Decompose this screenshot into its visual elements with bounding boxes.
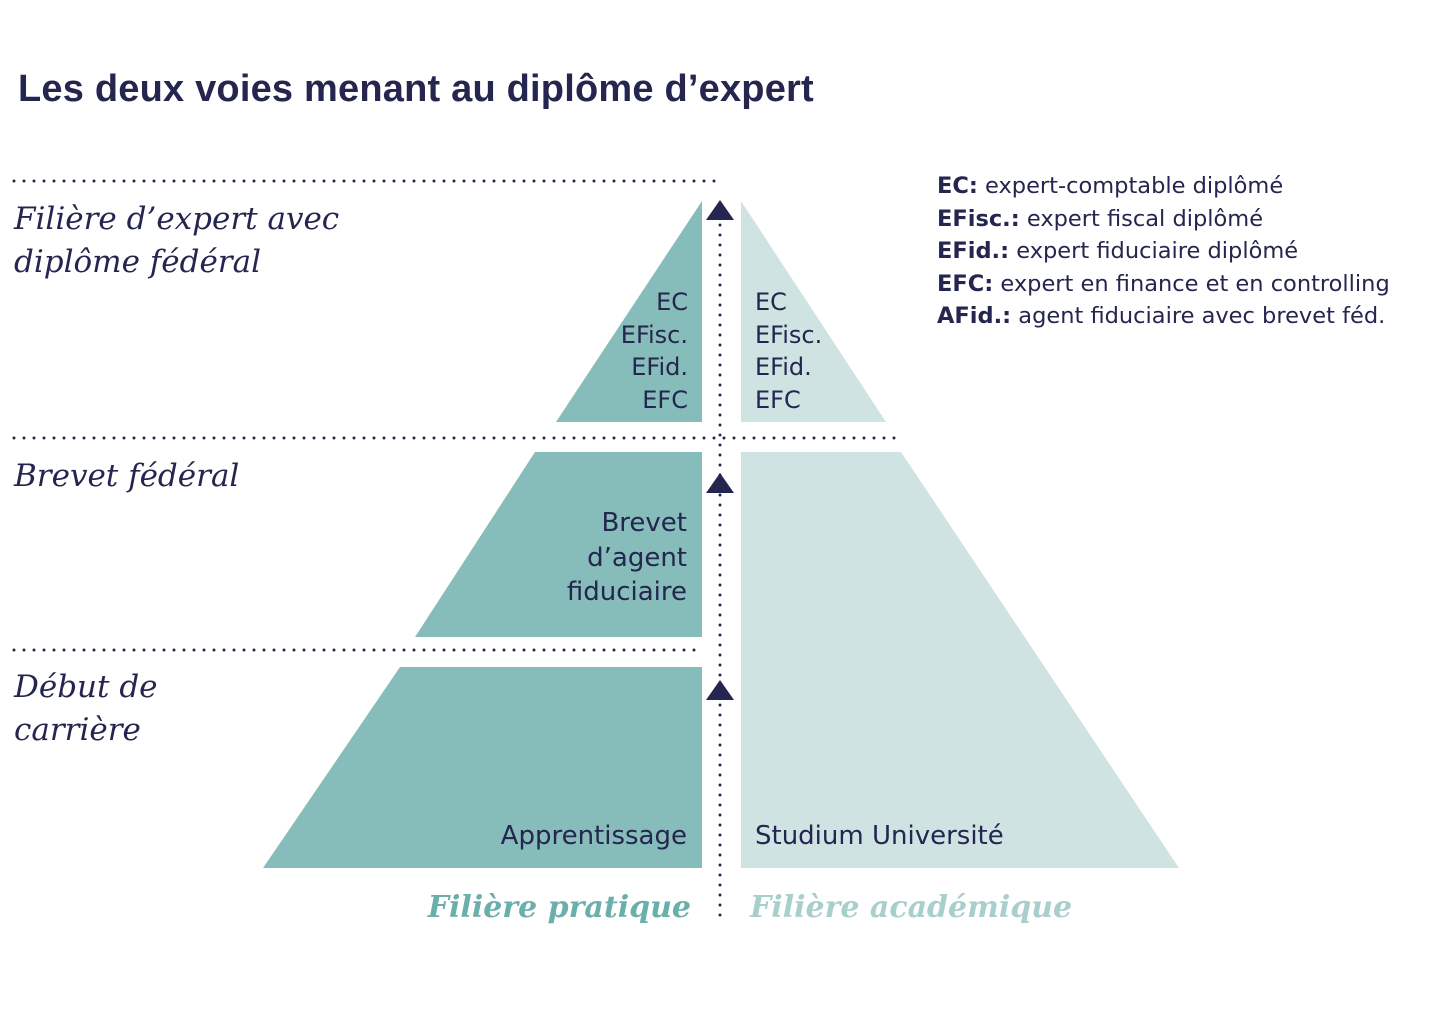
level-label-expert: Filière d’expert avec diplôme fédéral — [14, 201, 340, 280]
practical-middle-label: d’agent — [587, 542, 687, 573]
legend: EC: expert-comptable diplômé EFisc.: exp… — [937, 170, 1390, 333]
practical-bottom-label: Apprentissage — [500, 821, 687, 851]
arrow-up-icon — [706, 200, 734, 220]
arrow-up-icon — [706, 473, 734, 493]
academic-top-label: EFisc. — [755, 320, 823, 349]
academic-top-segment — [741, 201, 886, 422]
level-label-debut: Début de carrière — [14, 669, 158, 748]
academic-lower-segment — [741, 452, 1179, 868]
practical-top-labels: EC EFisc. EFid. EFC — [621, 286, 688, 416]
academic-top-labels: EC EFisc. EFid. EFC — [755, 286, 822, 416]
practical-top-label: EC — [656, 288, 688, 316]
practical-top-label: EFC — [642, 385, 688, 414]
practical-top-label: EFisc. — [620, 320, 688, 349]
legend-item-efc: EFC: expert en finance et en controlling — [937, 270, 1390, 297]
legend-item-ec: EC: expert-comptable diplômé — [937, 173, 1284, 199]
practical-middle-label: fiduciaire — [566, 577, 687, 607]
practical-middle-segment — [415, 452, 702, 637]
arrow-up-icon — [706, 680, 734, 700]
practical-middle-label: Brevet — [601, 508, 687, 538]
practical-bottom-segment — [263, 667, 702, 868]
legend-item-efisc: EFisc.: expert fiscal diplômé — [937, 205, 1264, 232]
academic-top-label: EFid. — [755, 353, 812, 381]
legend-item-afid: AFid.: agent fiduciaire avec brevet féd. — [937, 303, 1386, 330]
track-label-practical: Filière pratique — [427, 890, 691, 925]
track-label-academic: Filière académique — [750, 890, 1073, 925]
level-label-brevet: Brevet fédéral — [14, 458, 240, 494]
practical-top-segment — [556, 201, 702, 422]
diagram-title: Les deux voies menant au diplôme d’exper… — [18, 68, 814, 110]
legend-item-efid: EFid.: expert fiduciaire diplômé — [937, 238, 1299, 265]
practical-middle-labels: Brevet d’agent fiduciaire — [567, 506, 687, 610]
academic-top-label: EC — [755, 288, 787, 316]
practical-top-label: EFid. — [631, 353, 688, 381]
academic-bottom-label: Studium Université — [755, 821, 1004, 851]
academic-top-label: EFC — [755, 385, 801, 414]
